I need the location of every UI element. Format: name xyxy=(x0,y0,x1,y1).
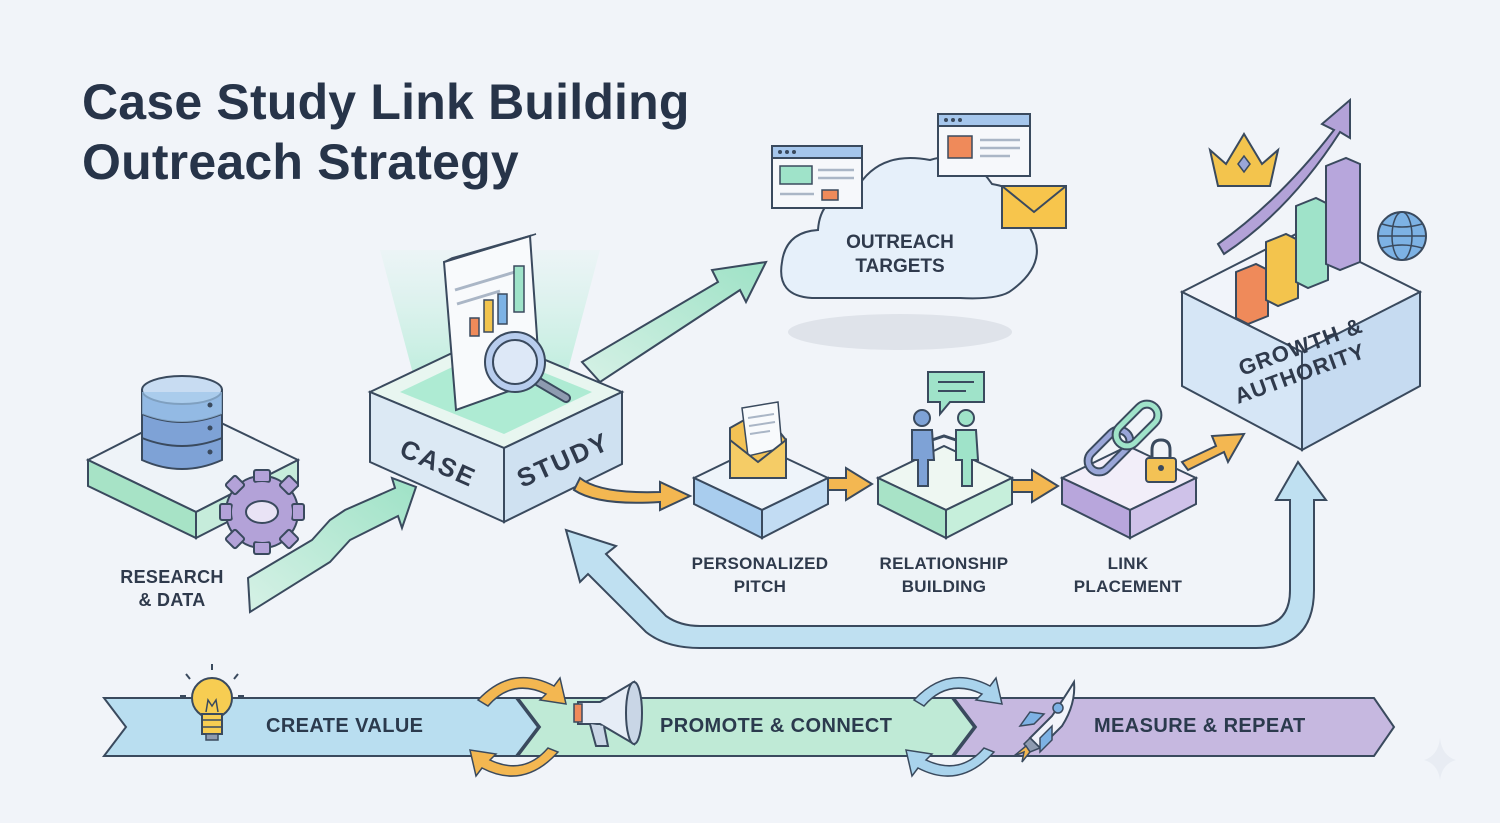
page-title-line1: Case Study Link Building xyxy=(82,74,690,130)
arrow-case-to-outreach xyxy=(580,260,768,384)
page-title-line2: Outreach Strategy xyxy=(82,134,519,190)
lightbulb-icon xyxy=(180,664,244,741)
label-link-placement: LINK PLACEMENT xyxy=(1048,552,1208,598)
padlock-icon xyxy=(1145,438,1177,483)
magnifier-icon xyxy=(484,331,571,403)
cloud-shadow xyxy=(788,314,1012,350)
outreach-targets-line1: OUTREACH xyxy=(846,232,954,253)
cycle-arrows-icon xyxy=(469,676,567,778)
open-envelope-icon xyxy=(729,401,787,479)
arrow-relationship-to-link xyxy=(1011,468,1060,504)
growth-arrow xyxy=(1216,97,1351,256)
rocket-icon xyxy=(1013,678,1076,763)
band-label-create-value: CREATE VALUE xyxy=(266,715,424,737)
outreach-targets-line2: TARGETS xyxy=(855,256,944,277)
browser-window-icon-2 xyxy=(937,113,1031,177)
gear-icon xyxy=(219,469,305,555)
feedback-loop-arrow xyxy=(564,460,1328,649)
label-link-line2: PLACEMENT xyxy=(1073,577,1183,596)
growth-platform xyxy=(1179,230,1423,452)
label-research-line1: RESEARCH xyxy=(120,567,224,587)
label-pitch-line2: PITCH xyxy=(733,577,787,596)
relationship-platform xyxy=(875,444,1015,540)
label-relationship-building: RELATIONSHIP BUILDING xyxy=(864,552,1024,598)
label-relationship-line2: BUILDING xyxy=(901,577,987,596)
arrow-case-to-pitch xyxy=(572,476,693,512)
arrow-research-to-case xyxy=(246,476,418,614)
page-title: Case Study Link Building Outreach Strate… xyxy=(82,72,690,192)
browser-window-icon xyxy=(771,145,863,209)
label-relationship-line1: RELATIONSHIP xyxy=(879,554,1009,573)
label-research-line2: & DATA xyxy=(138,590,206,610)
label-pitch-line1: PERSONALIZED xyxy=(691,554,829,573)
sparkle-icon xyxy=(1424,738,1456,780)
globe-icon xyxy=(1377,211,1427,261)
cycle-arrows-icon-2 xyxy=(905,676,1003,778)
link-platform xyxy=(1059,444,1199,540)
band-label-measure-repeat: MEASURE & REPEAT xyxy=(1094,715,1306,737)
chain-link-icon xyxy=(1083,399,1163,477)
label-personalized-pitch: PERSONALIZED PITCH xyxy=(680,552,840,598)
arrow-link-to-growth xyxy=(1180,432,1246,472)
database-icon xyxy=(141,375,223,470)
chat-bubble-icon xyxy=(927,371,985,417)
handshake-people-icon xyxy=(911,409,980,487)
growth-bar-chart-icon xyxy=(1235,156,1361,326)
outreach-cloud xyxy=(780,156,1038,300)
label-link-line1: LINK xyxy=(1107,554,1149,573)
megaphone-icon xyxy=(573,680,643,747)
envelope-icon xyxy=(1001,185,1067,229)
arrow-pitch-to-relationship xyxy=(827,466,874,502)
crown-icon xyxy=(1208,132,1280,187)
band-label-promote-connect: PROMOTE & CONNECT xyxy=(660,715,893,737)
label-research-data: RESEARCH & DATA xyxy=(92,566,252,612)
